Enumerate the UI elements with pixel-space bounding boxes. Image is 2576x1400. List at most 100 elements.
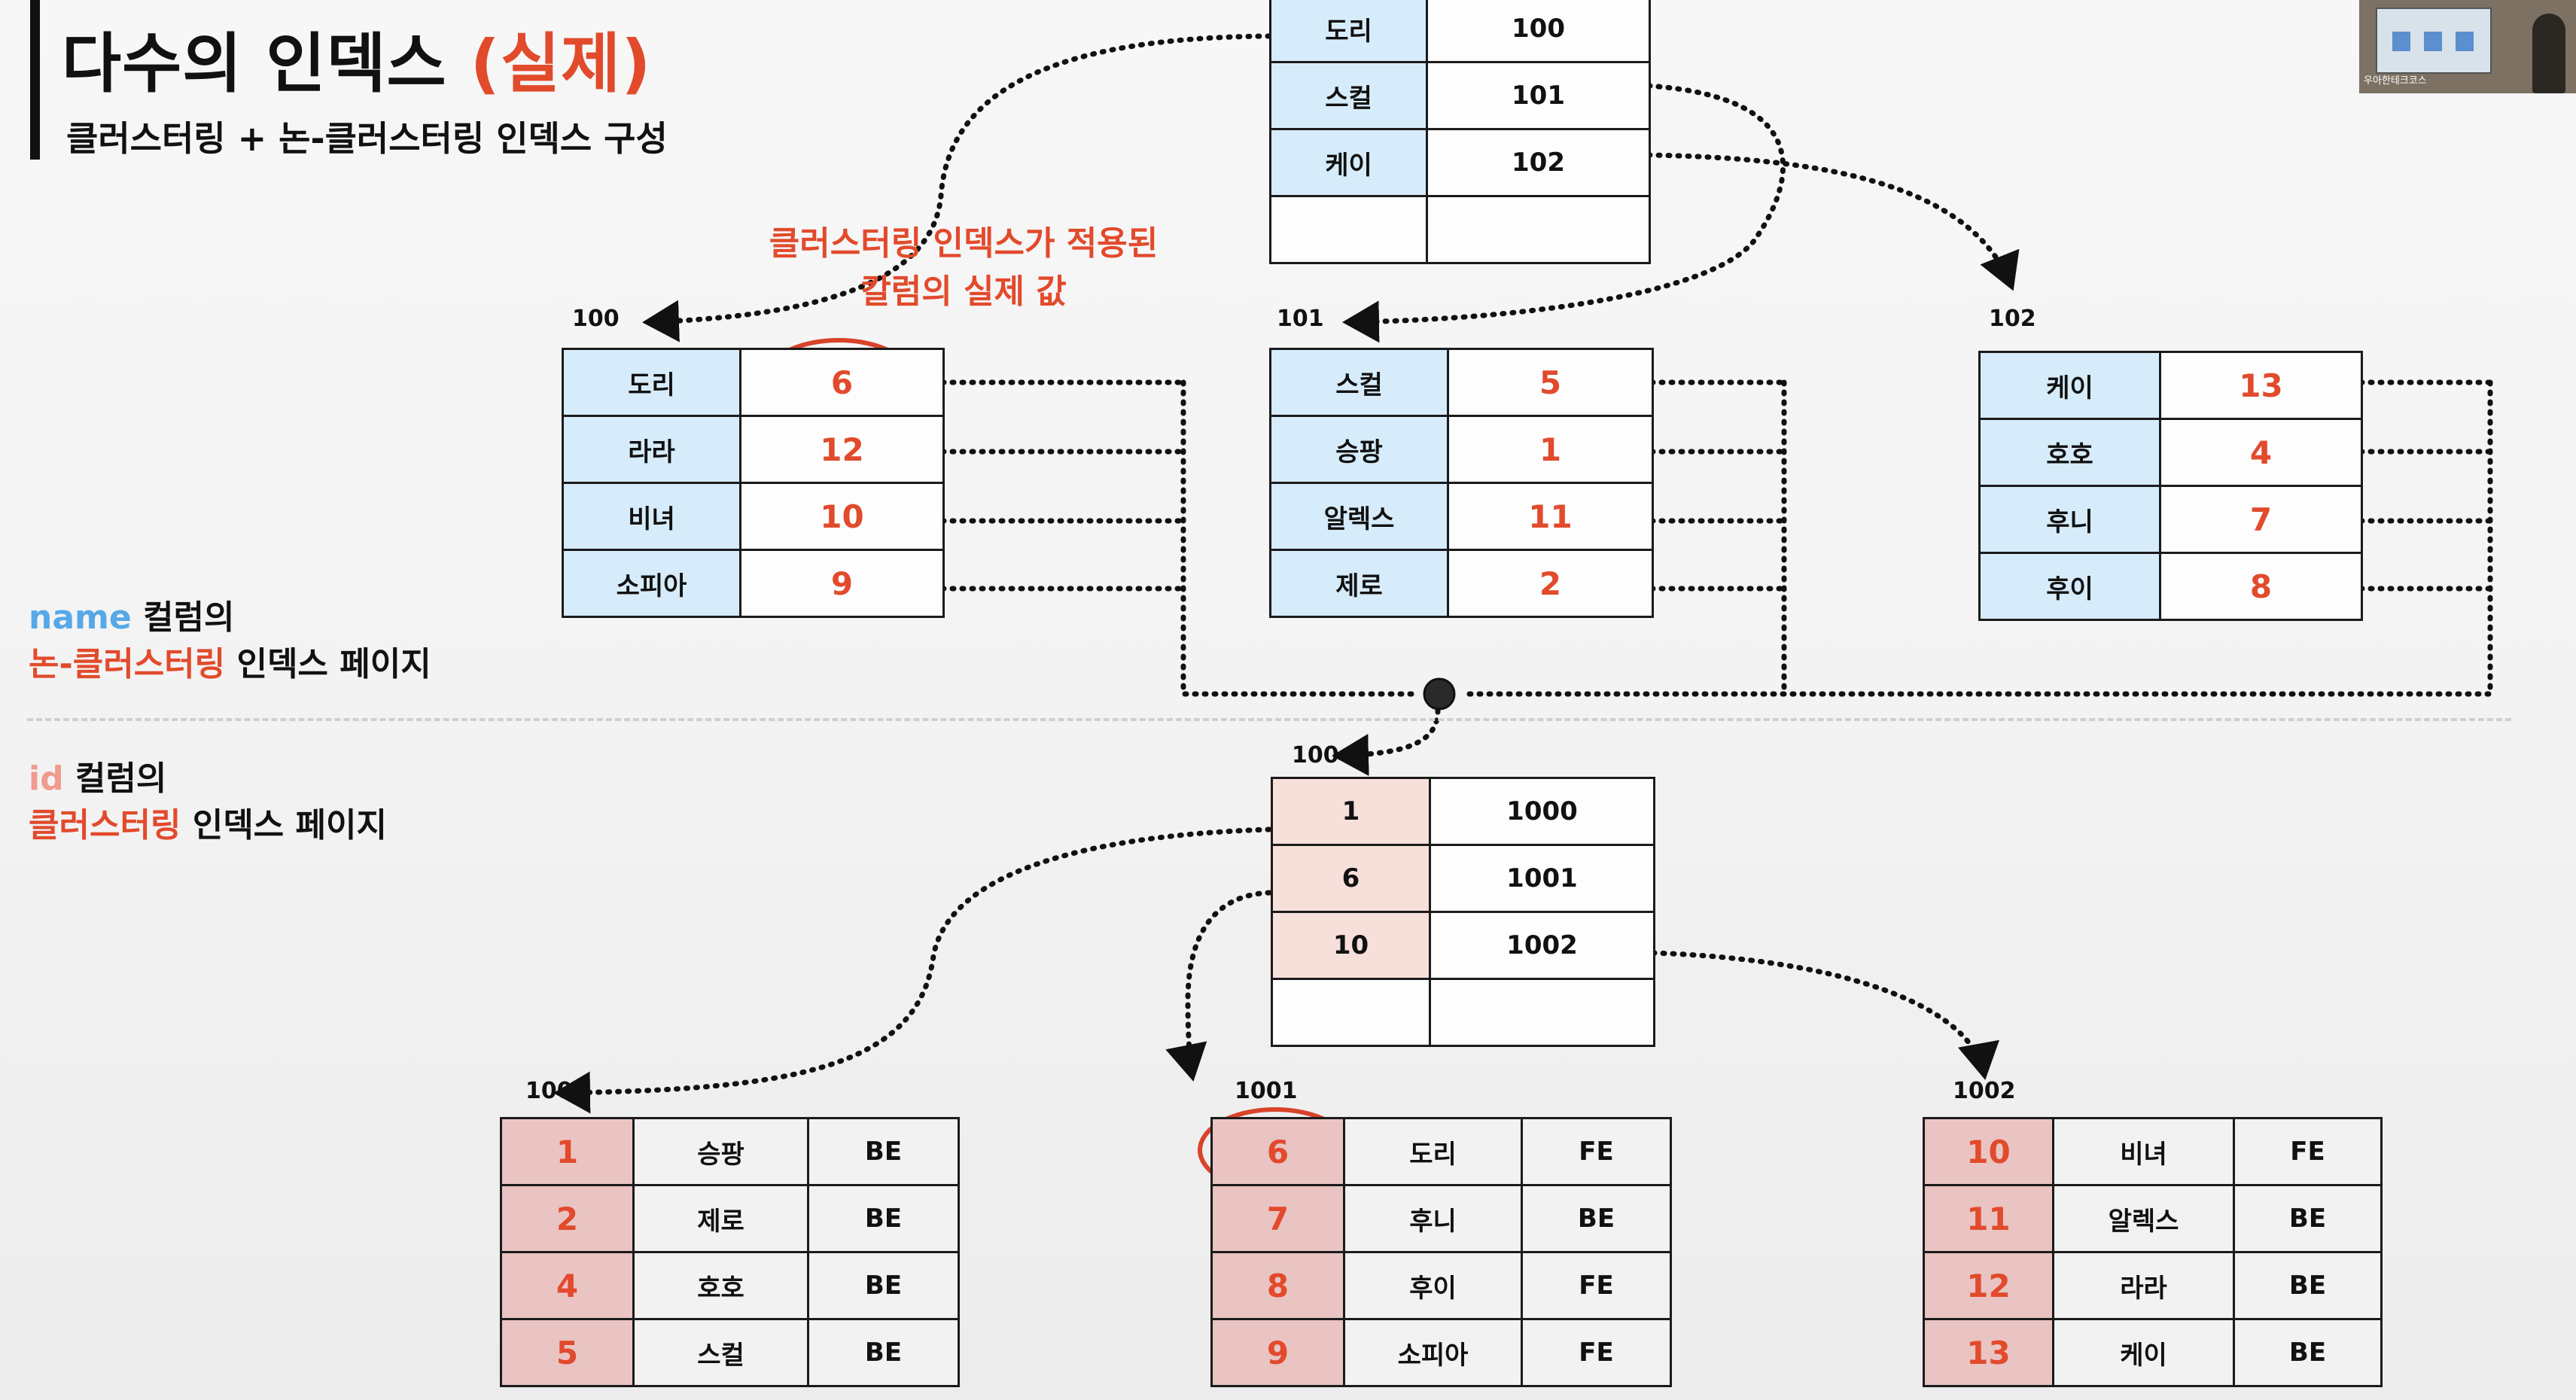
data-id-cell: 9 (1210, 1318, 1345, 1387)
data-id-cell: 12 (1923, 1251, 2054, 1320)
id-cell: 13 (2159, 351, 2363, 420)
data-name-cell: 후니 (1343, 1184, 1523, 1253)
name-cell: 비녀 (562, 482, 741, 551)
arrow-id-root-to-page-1001 (1165, 890, 1272, 1082)
data-id-cell: 1 (500, 1117, 635, 1186)
data-name-cell: 소피아 (1343, 1318, 1523, 1387)
arrow-root-to-leaf-101 (1342, 83, 1786, 343)
title-main: 다수의 인덱스 (62, 26, 447, 102)
data-name-cell: 케이 (2052, 1318, 2235, 1387)
page-title: 다수의 인덱스 (실제) (62, 11, 651, 105)
root-key-cell: 케이 (1269, 128, 1428, 197)
id-cell: 11 (1447, 482, 1654, 551)
id-page-cell: 1002 (1429, 911, 1655, 980)
id-cell: 8 (2159, 552, 2363, 621)
data-name-cell: 호호 (632, 1251, 809, 1320)
data-id-cell: 11 (1923, 1184, 2054, 1253)
id-cell: 2 (1447, 549, 1654, 618)
data-team-cell: FE (1521, 1318, 1672, 1387)
data-id-cell: 4 (500, 1251, 635, 1320)
name-cell: 도리 (562, 348, 741, 417)
leaf-page-label-101: 101 (1277, 306, 1324, 332)
id-label-rest1: 컬럼의 (63, 759, 167, 798)
data-id-cell: 8 (1210, 1251, 1345, 1320)
webcam-caption: 우아한테크코스 (2364, 75, 2427, 87)
root-key-cell (1269, 195, 1428, 264)
name-label-rest2: 인덱스 페이지 (225, 645, 431, 683)
arrow-root-to-leaf-102 (1646, 152, 2020, 291)
data-team-cell: BE (807, 1318, 960, 1387)
data-team-cell: FE (1521, 1251, 1672, 1320)
leaf-page-label-100: 100 (572, 306, 620, 332)
presenter-figure (2532, 14, 2565, 93)
name-cell: 스컬 (1269, 348, 1449, 417)
root-page-cell (1426, 195, 1651, 264)
id-key-cell: 1 (1271, 777, 1431, 846)
name-cell: 후니 (1978, 485, 2161, 554)
dots-leaf-101 (1649, 379, 1787, 697)
id-key-cell: 10 (1271, 911, 1431, 980)
section-divider (27, 718, 2511, 721)
id-label-highlight: 클러스터링 (29, 806, 181, 845)
data-page-label-1002: 1002 (1953, 1078, 2016, 1104)
name-cell: 알렉스 (1269, 482, 1449, 551)
root-page-cell: 100 (1426, 0, 1651, 63)
id-page-cell (1429, 978, 1655, 1047)
id-page-cell: 1000 (1429, 777, 1655, 846)
name-label-highlight: 논-클러스터링 (29, 645, 226, 683)
name-cell: 제로 (1269, 549, 1449, 618)
data-team-cell: BE (2233, 1184, 2383, 1253)
data-team-cell: BE (807, 1251, 960, 1320)
note-line-2: 칼럼의 실제 값 (860, 272, 1067, 311)
table-row (1269, 195, 1651, 264)
name-cell: 케이 (1978, 351, 2161, 420)
data-team-cell: FE (2233, 1117, 2383, 1186)
name-cell: 라라 (562, 415, 741, 484)
id-cell: 12 (739, 415, 945, 484)
webcam-thumbnail: 우아한테크코스 (2359, 0, 2576, 93)
data-team-cell: BE (2233, 1318, 2383, 1387)
data-id-cell: 5 (500, 1318, 635, 1387)
dots-leaf-100 (939, 379, 1417, 697)
id-cell: 9 (739, 549, 945, 618)
id-key-cell (1271, 978, 1431, 1047)
id-page-cell: 1001 (1429, 844, 1655, 913)
data-id-cell: 2 (500, 1184, 635, 1253)
data-name-cell: 도리 (1343, 1117, 1523, 1186)
id-cell: 7 (2159, 485, 2363, 554)
data-id-cell: 6 (1210, 1117, 1345, 1186)
id-cell: 10 (739, 482, 945, 551)
note-line-1: 클러스터링 인덱스가 적용된 (769, 224, 1159, 263)
root-key-cell: 스컬 (1269, 61, 1428, 130)
data-name-cell: 스컬 (632, 1318, 809, 1387)
name-index-label: name 컬럼의 논-클러스터링 인덱스 페이지 (29, 595, 431, 688)
id-cell: 1 (1447, 415, 1654, 484)
root-page-cell: 102 (1426, 128, 1651, 197)
id-index-label: id 컬럼의 클러스터링 인덱스 페이지 (29, 756, 387, 849)
